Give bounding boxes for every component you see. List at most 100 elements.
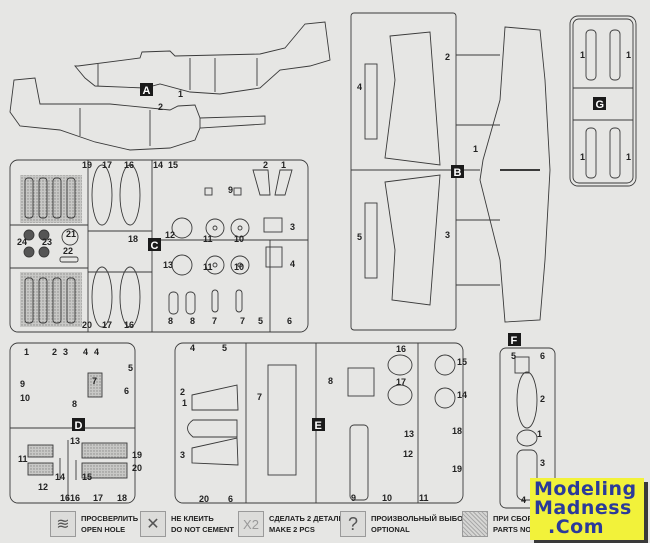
wing-upper-left xyxy=(384,31,441,166)
part-number-label: 3 xyxy=(180,450,185,460)
part-number-label: 11 xyxy=(203,234,213,244)
part-number-label: 12 xyxy=(403,449,413,459)
part-number-label: 15 xyxy=(168,160,178,170)
part-g1 xyxy=(585,29,597,81)
part-number-label: 16 xyxy=(124,160,134,170)
part-number-label: 18 xyxy=(117,493,127,503)
part-g1 xyxy=(609,127,621,179)
part-number-label: 10 xyxy=(20,393,30,403)
part-number-label: 11 xyxy=(203,262,213,272)
part-number-label: 10 xyxy=(234,262,244,272)
no-glue-icon: ✕ xyxy=(140,511,166,537)
part-number-label: 12 xyxy=(38,482,48,492)
part-number-label: 7 xyxy=(240,316,245,326)
watermark-line: Modeling xyxy=(534,478,637,500)
part-number-label: 6 xyxy=(540,351,545,361)
part-number-label: 14 xyxy=(153,160,163,170)
sprue-g xyxy=(569,15,637,187)
part-number-label: 5 xyxy=(258,316,263,326)
part-g1 xyxy=(585,127,597,179)
x2-icon: X2 xyxy=(238,511,264,537)
part-number-label: 23 xyxy=(42,237,52,247)
part-number-label: 1 xyxy=(537,429,542,439)
part-number-label: 4 xyxy=(190,343,195,353)
part-number-label: 10 xyxy=(382,493,392,503)
legend-en-text: DO NOT CEMENT xyxy=(171,525,234,534)
svg-text:B: B xyxy=(454,167,462,179)
part-number-label: 17 xyxy=(93,493,103,503)
svg-text:G: G xyxy=(596,99,605,111)
part-number-label: 1 xyxy=(580,152,585,162)
part-number-label: 24 xyxy=(17,237,27,247)
part-number-label: 19 xyxy=(82,160,92,170)
sprue-tag-d: D xyxy=(72,418,85,432)
part-number-label: 9 xyxy=(20,379,25,389)
part-number-label: 4 xyxy=(357,82,362,92)
part-number-label: 13 xyxy=(404,429,414,439)
sprue-tag-g: G xyxy=(593,97,606,111)
part-number-label: 6 xyxy=(228,494,233,504)
sprue-tag-f: F xyxy=(508,333,521,347)
fuselage-half-2 xyxy=(9,77,266,151)
part-number-label: 1 xyxy=(580,50,585,60)
part-number-label: 17 xyxy=(102,160,112,170)
part-number-label: 9 xyxy=(351,493,356,503)
sprue-b xyxy=(350,12,551,331)
svg-text:E: E xyxy=(315,420,322,432)
part-number-label: 5 xyxy=(222,343,227,353)
svg-text:D: D xyxy=(75,420,83,432)
part-number-label: 18 xyxy=(128,234,138,244)
part-number-label: 1 xyxy=(626,152,631,162)
legend-en-text: OPEN HOLE xyxy=(81,525,126,534)
part-number-label: 6 xyxy=(287,316,292,326)
part-number-label: 17 xyxy=(396,377,406,387)
sprue-tag-e: E xyxy=(312,418,325,432)
part-number-label: 2 xyxy=(158,102,163,112)
sprue-a xyxy=(9,21,331,151)
part-number-label: 3 xyxy=(540,458,545,468)
legend-ru-text: ПРОСВЕРЛИТЬ xyxy=(81,514,139,523)
part-number-label: 11 xyxy=(18,454,28,464)
part-number-label: 10 xyxy=(234,234,244,244)
svg-text:C: C xyxy=(151,240,159,252)
part-number-label: 19 xyxy=(452,464,462,474)
shaded-swatch-icon xyxy=(462,511,488,537)
part-number-label: 4 xyxy=(521,495,526,505)
part-number-label: 7 xyxy=(257,392,262,402)
watermark-logo: Modeling Madness .Com xyxy=(530,478,644,540)
part-number-label: 1 xyxy=(182,398,187,408)
part-number-label: 13 xyxy=(70,436,80,446)
part-number-label: 5 xyxy=(128,363,133,373)
part-number-label: 7 xyxy=(92,376,97,386)
watermark-line: Madness xyxy=(534,497,632,519)
part-number-label: 8 xyxy=(72,399,77,409)
part-number-label: 2 xyxy=(540,394,545,404)
part-number-label: 22 xyxy=(63,246,73,256)
part-number-label: 2 xyxy=(52,347,57,357)
sprue-tag-a: A xyxy=(140,83,153,97)
part-number-label: 17 xyxy=(102,320,112,330)
part-number-label: 3 xyxy=(63,347,68,357)
part-number-label: 4 xyxy=(83,347,88,357)
part-number-label: 16 xyxy=(396,344,406,354)
legend-ru-text: СДЕЛАТЬ 2 ДЕТАЛИ xyxy=(269,514,344,523)
part-number-label: 1 xyxy=(24,347,29,357)
part-number-label: 14 xyxy=(55,472,65,482)
part-number-label: 8 xyxy=(168,316,173,326)
part-number-label: 13 xyxy=(163,260,173,270)
sprue-c xyxy=(9,159,309,333)
part-number-label: 14 xyxy=(457,390,467,400)
part-number-label: 3 xyxy=(290,222,295,232)
part-number-label: 4 xyxy=(290,259,295,269)
part-number-label: 20 xyxy=(132,463,142,473)
fuselage-half-1 xyxy=(74,21,331,95)
sprue-f xyxy=(499,347,556,509)
part-number-label: 4 xyxy=(94,347,99,357)
part-number-label: 8 xyxy=(328,376,333,386)
part-number-label: 6 xyxy=(124,386,129,396)
